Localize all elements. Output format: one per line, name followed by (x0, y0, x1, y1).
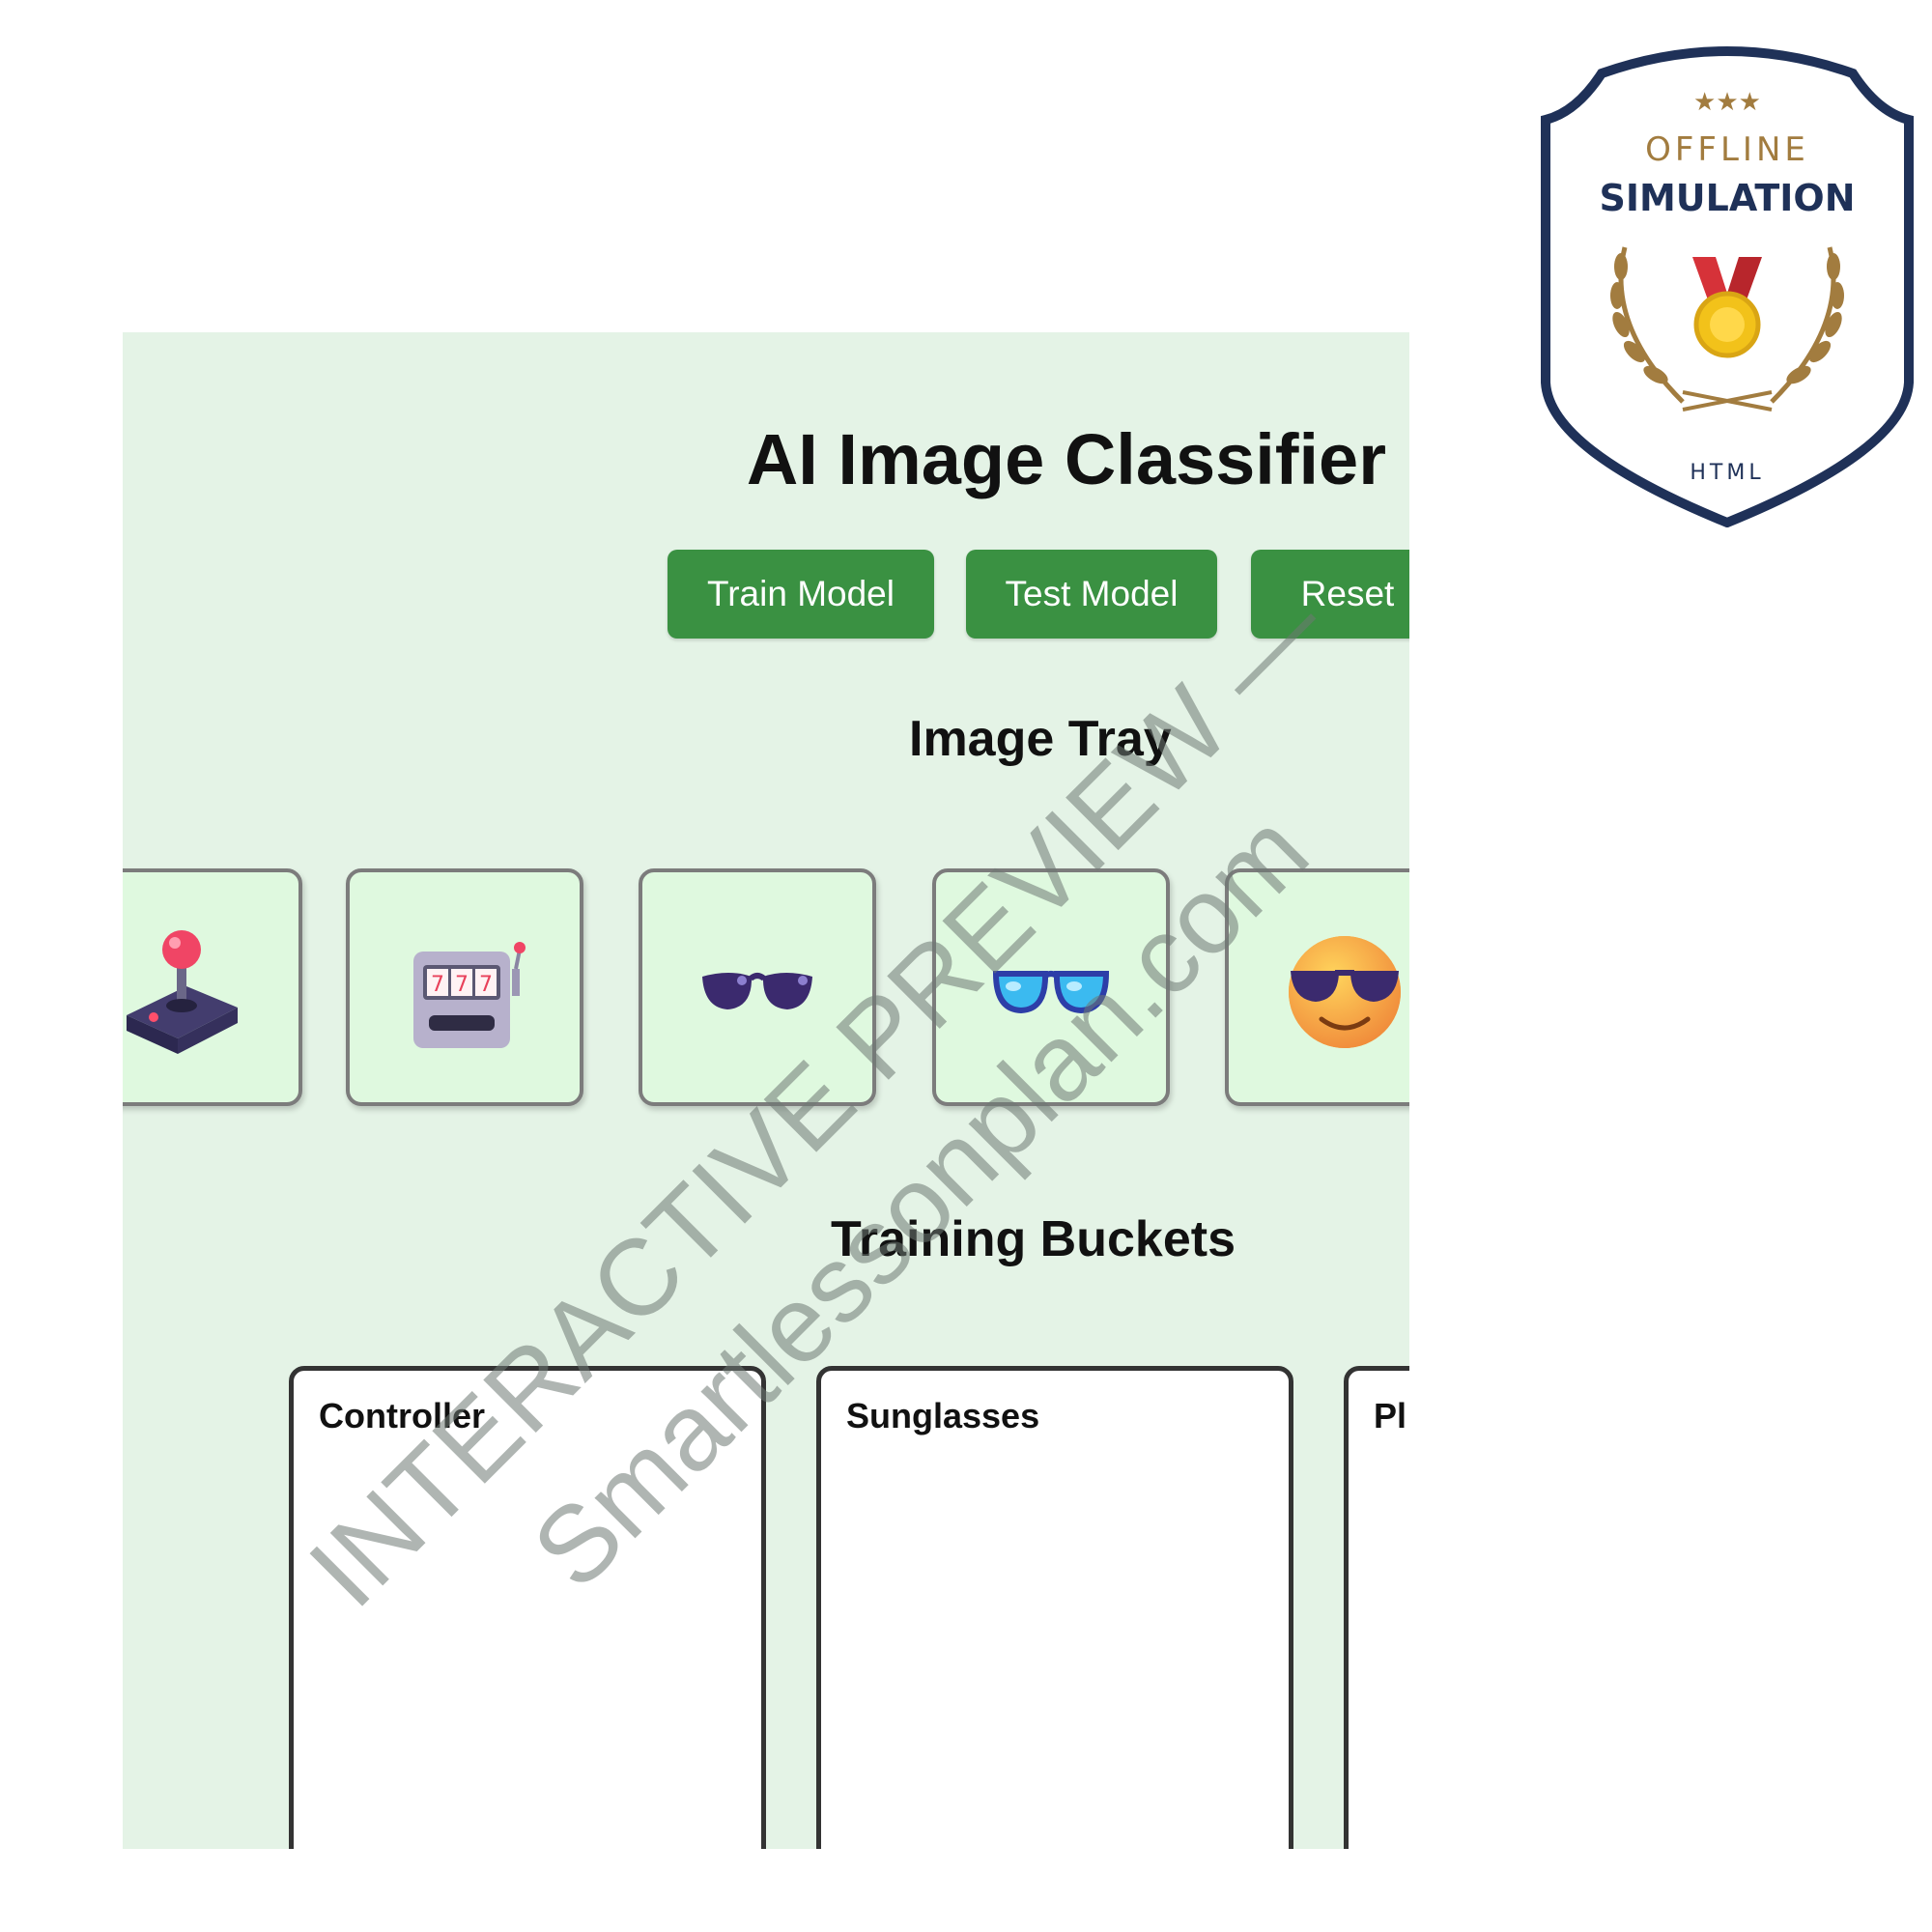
tray-card-cool-face[interactable] (1225, 868, 1409, 1106)
training-buckets-title: Training Buckets (831, 1211, 1236, 1267)
medal-icon (1692, 257, 1762, 358)
train-model-button[interactable]: Train Model (668, 550, 934, 639)
offline-simulation-badge: ★★★ OFFLINE SIMULATION HTML (1541, 46, 1914, 527)
slot-machine-icon: 7 7 7 (413, 942, 526, 1048)
bucket-sunglasses[interactable]: Sunglasses (816, 1366, 1293, 1849)
dark-sunglasses-icon (702, 973, 812, 1009)
badge-line-3: HTML (1690, 461, 1764, 485)
blue-glasses-icon (992, 971, 1110, 1014)
badge-line-1: OFFLINE (1645, 130, 1809, 169)
bucket-label: Controller (319, 1396, 486, 1435)
bucket-label: Pl (1374, 1396, 1407, 1435)
svg-text:7: 7 (455, 973, 469, 997)
page-title: AI Image Classifier (746, 419, 1386, 499)
tray-card-blue-glasses[interactable] (932, 868, 1170, 1106)
joystick-icon (127, 930, 238, 1054)
bucket-label: Sunglasses (846, 1396, 1040, 1435)
tray-card-slot-machine[interactable]: 7 7 7 (346, 868, 583, 1106)
laurel-icon (1610, 246, 1844, 412)
tray-card-joystick[interactable] (123, 868, 302, 1106)
svg-text:7: 7 (431, 973, 444, 997)
bucket-partial[interactable]: Pl (1344, 1366, 1409, 1849)
badge-line-2: SIMULATION (1599, 177, 1855, 219)
classifier-app: AI Image Classifier Train Model Test Mod… (123, 332, 1409, 1849)
reset-button[interactable]: Reset (1251, 550, 1409, 639)
tray-card-dark-sunglasses[interactable] (639, 868, 876, 1106)
smiling-face-with-sunglasses-icon (1289, 936, 1401, 1048)
svg-text:7: 7 (479, 973, 493, 997)
star-icon: ★★★ (1693, 88, 1761, 117)
bucket-controller[interactable]: Controller (289, 1366, 766, 1849)
image-tray-title: Image Tray (909, 711, 1172, 767)
test-model-button[interactable]: Test Model (966, 550, 1217, 639)
